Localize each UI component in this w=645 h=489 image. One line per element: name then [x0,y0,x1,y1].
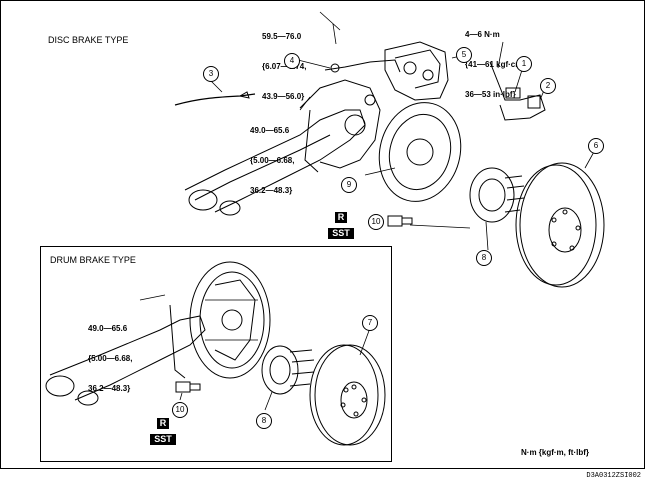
disc-dust-shield [378,102,462,202]
parking-brake-cable [174,93,256,106]
callout-4: 4 [284,53,300,69]
disc-hub-bearing [469,167,525,223]
disc-trailing-arm [184,79,381,216]
disc-brake-type-label: DISC BRAKE TYPE [48,35,129,45]
callout-5: 5 [456,47,472,63]
torque-line: 43.9—56.0} [262,92,305,101]
abs-wheel-speed-sensor [489,61,546,121]
replace-badge-drum: R [157,418,169,429]
torque-line: 59.5—76.0 [262,32,302,41]
torque-line: 36.2—48.3} [88,384,131,393]
drum-backing-plate [189,261,271,379]
torque-line: 36.2—48.3} [250,186,293,195]
drum-hub-bearing [261,345,315,395]
callout-8-disc: 8 [476,250,492,266]
drum-trailing-arm [45,304,206,406]
callout-2: 2 [540,78,556,94]
sst-badge-disc: SST [328,228,354,239]
disc-arm-bolt-torque: 49.0—65.6 {5.00—6.68, 36.2—48.3} [250,106,294,206]
torque-line: 49.0—65.6 [250,126,290,135]
torque-line: {5.00—6.68, [250,156,295,165]
torque-line: 36—53 in·lbf} [465,90,516,99]
callout-8-drum: 8 [256,413,272,429]
disc-caliper [384,41,449,101]
drum-brake-inset-box [40,246,392,462]
callout-9: 9 [341,177,357,193]
torque-line: 49.0—65.6 [88,324,128,333]
disc-lock-bolt [387,215,413,227]
callout-7: 7 [362,315,378,331]
callout-10-disc: 10 [368,214,384,230]
brake-line [324,59,401,73]
callout-3: 3 [203,66,219,82]
torque-line: {5.00—6.68, [88,354,133,363]
figure-code: D3A0312ZSI002 [586,472,641,480]
sensor-bolt-torque: 4—6 N·m {41—61 kgf·cm, 36—53 in·lbf} [465,10,525,110]
sst-badge-drum: SST [150,434,176,445]
callout-10-drum: 10 [172,402,188,418]
torque-units-legend: N·m {kgf·m, ft·lbf} [521,448,589,457]
torque-line: {41—61 kgf·cm, [465,60,525,69]
torque-line: {6.07—7.74, [262,62,307,71]
drum-brake-type-label: DRUM BRAKE TYPE [50,255,136,265]
drum-lock-bolt [175,381,201,393]
brake-drum [309,344,386,446]
callout-6: 6 [588,138,604,154]
callout-1: 1 [516,56,532,72]
replace-badge-disc: R [335,212,347,223]
brake-disc [515,162,605,288]
caliper-bolt-torque: 59.5—76.0 {6.07—7.74, 43.9—56.0} [262,12,306,112]
torque-line: 4—6 N·m [465,30,500,39]
drum-arm-bolt-torque: 49.0—65.6 {5.00—6.68, 36.2—48.3} [88,304,132,404]
